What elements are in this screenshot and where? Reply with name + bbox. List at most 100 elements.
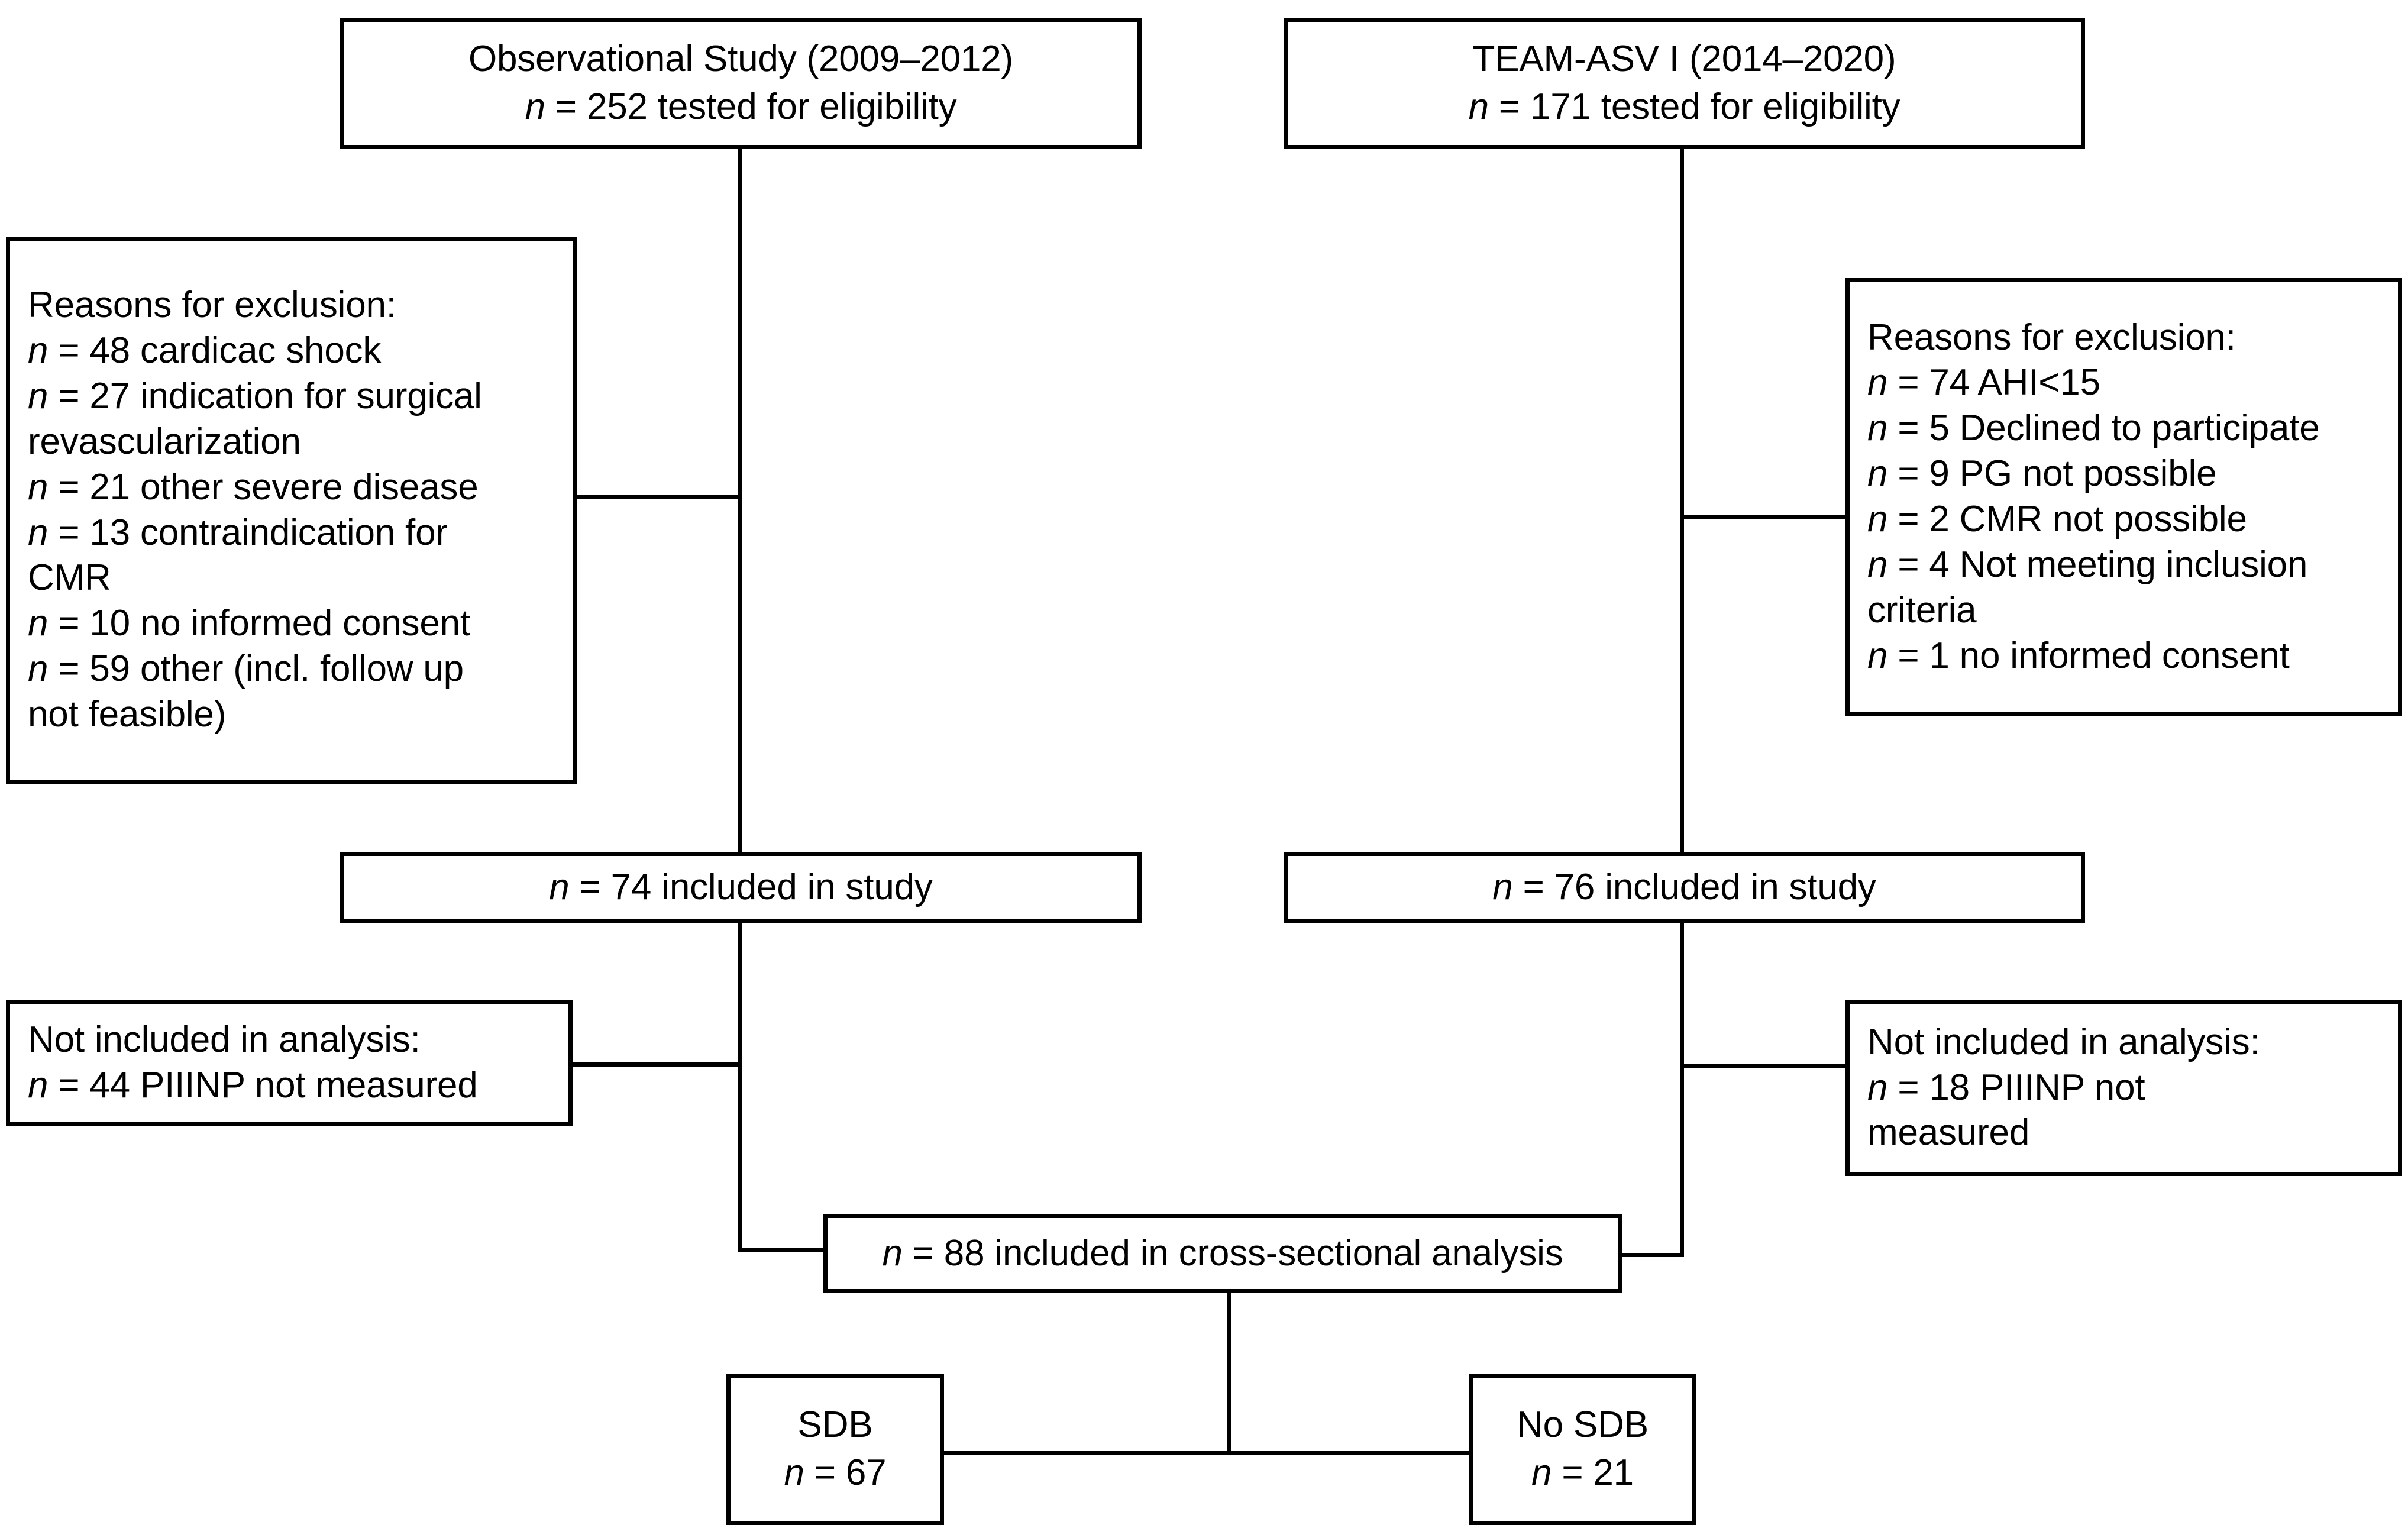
included-left-count-text: = 74 included in study xyxy=(569,866,933,907)
n-symbol: n xyxy=(1531,1452,1552,1493)
connector-cross-sectional-drop xyxy=(1227,1291,1231,1455)
team-asv-title: TEAM-ASV I (2014–2020) xyxy=(1472,38,1896,80)
included-left-text: n = 74 included in study xyxy=(549,864,933,912)
n-symbol: n xyxy=(882,1232,903,1274)
node-not-included-left[interactable]: Not included in analysis: n = 44 PIIINP … xyxy=(6,1000,573,1126)
n-symbol: n xyxy=(1867,544,1888,585)
node-exclusion-reasons-right[interactable]: Reasons for exclusion: n = 74 AHI<15 n =… xyxy=(1845,278,2402,716)
exclusion-left-item-text: = 10 no informed consent xyxy=(48,603,470,644)
exclusion-right-item: n = 4 Not meeting inclusion xyxy=(1867,542,2307,588)
no-sdb-count: n = 21 xyxy=(1531,1449,1634,1497)
exclusion-left-item-text: not feasible) xyxy=(28,694,227,735)
exclusion-left-item-text: = 21 other severe disease xyxy=(48,466,479,508)
exclusion-right-item-text: criteria xyxy=(1867,589,1977,631)
exclusion-left-item: CMR xyxy=(28,555,111,601)
n-symbol: n xyxy=(525,86,545,127)
node-included-right[interactable]: n = 76 included in study xyxy=(1284,852,2085,923)
exclusion-right-item: n = 2 CMR not possible xyxy=(1867,497,2247,542)
node-team-asv[interactable]: TEAM-ASV I (2014–2020) n = 171 tested fo… xyxy=(1284,18,2085,149)
sdb-label: SDB xyxy=(797,1404,873,1446)
node-not-included-right[interactable]: Not included in analysis: n = 18 PIIINP … xyxy=(1845,1000,2402,1176)
sdb-count: n = 67 xyxy=(784,1449,887,1497)
exclusion-right-item: criteria xyxy=(1867,588,1977,634)
n-symbol: n xyxy=(28,512,49,553)
exclusion-left-heading: Reasons for exclusion: xyxy=(28,285,396,326)
not-included-left-count-text: = 44 PIIINP not measured xyxy=(48,1065,478,1106)
exclusion-left-item-text: CMR xyxy=(28,557,111,599)
exclusion-left-item-text: = 27 indication for surgical xyxy=(48,375,482,416)
exclusion-right-item: n = 9 PG not possible xyxy=(1867,451,2217,497)
n-symbol: n xyxy=(28,466,49,508)
no-sdb-count-text: = 21 xyxy=(1552,1452,1634,1493)
connector-left-elbow xyxy=(738,1248,827,1252)
exclusion-left-item: n = 10 no informed consent xyxy=(28,601,470,647)
n-symbol: n xyxy=(784,1452,804,1493)
exclusion-left-item: n = 59 other (incl. follow up xyxy=(28,647,464,692)
connector-exclusion-right xyxy=(1680,515,1845,519)
exclusion-right-item-text: = 5 Declined to participate xyxy=(1887,408,2320,449)
exclusion-right-heading: Reasons for exclusion: xyxy=(1867,316,2236,358)
exclusion-left-item: n = 21 other severe disease xyxy=(28,465,479,511)
n-symbol: n xyxy=(1492,866,1513,907)
n-symbol: n xyxy=(28,648,49,690)
n-symbol: n xyxy=(1867,453,1888,495)
exclusion-left-item-text: revascularization xyxy=(28,421,301,462)
observational-study-title: Observational Study (2009–2012) xyxy=(468,38,1013,80)
exclusion-left-item: revascularization xyxy=(28,419,301,465)
n-symbol: n xyxy=(28,330,49,371)
node-exclusion-reasons-left[interactable]: Reasons for exclusion: n = 48 cardicac s… xyxy=(6,237,577,784)
cross-sectional-text: n = 88 included in cross-sectional analy… xyxy=(882,1230,1563,1278)
exclusion-right-item-text: = 74 AHI<15 xyxy=(1887,362,2100,403)
connector-exclusion-left xyxy=(573,495,742,499)
team-asv-count-text: = 171 tested for eligibility xyxy=(1488,86,1900,127)
not-included-right-text: n = 18 PIIINP not xyxy=(1867,1065,2145,1111)
exclusion-left-item: not feasible) xyxy=(28,692,226,738)
team-asv-count: n = 171 tested for eligibility xyxy=(1469,83,1900,131)
exclusion-right-item-text: = 2 CMR not possible xyxy=(1887,499,2247,540)
node-no-sdb[interactable]: No SDB n = 21 xyxy=(1469,1374,1696,1525)
n-symbol: n xyxy=(28,603,49,644)
n-symbol: n xyxy=(1867,635,1888,676)
connector-right-elbow xyxy=(1618,1253,1684,1257)
connector-not-included-left xyxy=(569,1062,742,1067)
observational-study-count: n = 252 tested for eligibility xyxy=(525,83,957,131)
n-symbol: n xyxy=(549,866,570,907)
connector-right-trunk xyxy=(1680,147,1684,1257)
exclusion-right-item-text: = 9 PG not possible xyxy=(1887,453,2217,495)
cross-sectional-count-text: = 88 included in cross-sectional analysi… xyxy=(902,1232,1563,1274)
exclusion-left-item: n = 13 contraindication for xyxy=(28,511,448,556)
node-observational-study[interactable]: Observational Study (2009–2012) n = 252 … xyxy=(340,18,1142,149)
n-symbol: n xyxy=(28,1065,49,1106)
exclusion-left-item-text: = 48 cardicac shock xyxy=(48,330,382,371)
exclusion-left-item: n = 48 cardicac shock xyxy=(28,328,381,374)
n-symbol: n xyxy=(1867,408,1888,449)
node-cross-sectional-analysis[interactable]: n = 88 included in cross-sectional analy… xyxy=(823,1214,1622,1293)
exclusion-left-item: n = 27 indication for surgical xyxy=(28,374,482,419)
included-right-text: n = 76 included in study xyxy=(1492,864,1876,912)
exclusion-right-item: n = 74 AHI<15 xyxy=(1867,360,2100,406)
not-included-left-text: n = 44 PIIINP not measured xyxy=(28,1063,478,1109)
exclusion-right-item-text: = 4 Not meeting inclusion xyxy=(1887,544,2308,585)
node-included-left[interactable]: n = 74 included in study xyxy=(340,852,1142,923)
connector-left-trunk xyxy=(738,147,742,1252)
exclusion-right-item: n = 5 Declined to participate xyxy=(1867,406,2320,451)
sdb-count-text: = 67 xyxy=(804,1452,887,1493)
not-included-left-heading: Not included in analysis: xyxy=(28,1019,421,1061)
node-sdb[interactable]: SDB n = 67 xyxy=(726,1374,944,1525)
included-right-count-text: = 76 included in study xyxy=(1512,866,1876,907)
not-included-right-heading: Not included in analysis: xyxy=(1867,1021,2260,1062)
exclusion-left-item-text: = 59 other (incl. follow up xyxy=(48,648,464,690)
observational-study-count-text: = 252 tested for eligibility xyxy=(545,86,957,127)
connector-sdb-split xyxy=(940,1451,1473,1455)
no-sdb-label: No SDB xyxy=(1517,1404,1649,1446)
n-symbol: n xyxy=(1468,86,1489,127)
n-symbol: n xyxy=(1867,499,1888,540)
connector-not-included-right xyxy=(1680,1064,1845,1068)
exclusion-left-item-text: = 13 contraindication for xyxy=(48,512,448,553)
exclusion-right-item-text: = 1 no informed consent xyxy=(1887,635,2290,676)
not-included-right-count-text: = 18 PIIINP not xyxy=(1887,1067,2145,1108)
n-symbol: n xyxy=(28,375,49,416)
exclusion-right-item: n = 1 no informed consent xyxy=(1867,634,2290,679)
n-symbol: n xyxy=(1867,1067,1888,1108)
